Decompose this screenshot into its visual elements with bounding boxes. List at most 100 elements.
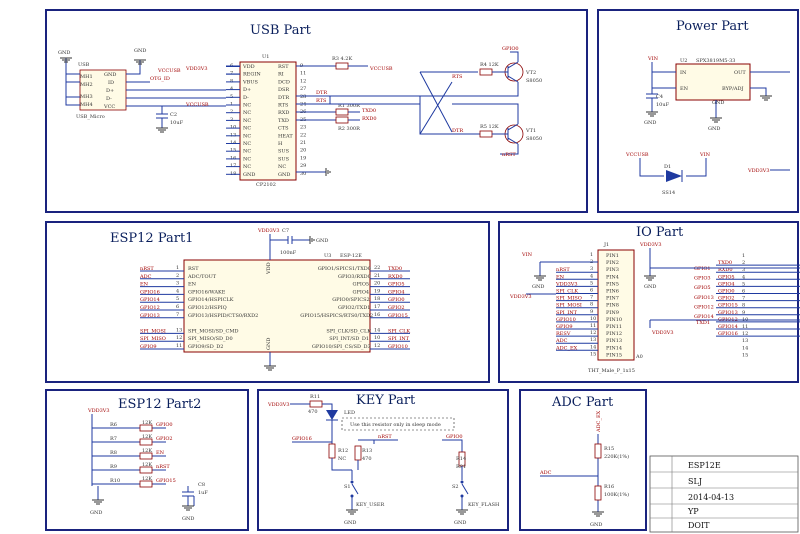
esp1-left-pin-num: 7 [176,312,179,318]
vin-net-io: VIN [521,252,533,258]
r13-ref: R13 [362,448,372,454]
esp1-left-pin-num: 4 [176,288,179,294]
u2-regulator: U2 SPX3819M5-33 IN EN OUT BYP/ADJ GND [675,58,751,106]
j1-pin-num: 8 [590,302,593,308]
esp1-right-pin-name: SPI_CLK/SD_CLK [326,328,371,334]
io-left-net: ADC_EX [555,345,578,351]
io-mid-net: GPIO13 [694,295,714,301]
usb-gnd-label-2: GND [134,48,146,54]
s2-switch: S2 KEY_FLASH [452,480,500,510]
u1-right-pin-num: 11 [300,71,306,77]
c7-gnd: GND [316,238,328,244]
esp1-left-pin-name: GPIO12/HSPIQ [188,305,227,311]
esp2-gnd: GND [90,510,102,516]
usb-gnd-sig: GND [104,72,116,78]
c8-capacitor: C8 1uF GND [182,482,208,522]
io-mid-net: GPIO5 [694,285,711,291]
title-project: ESP12E [688,461,721,470]
j1-pin-num: 11 [590,323,596,329]
esp2-resistor-value: 12K [142,434,152,440]
esp2-resistor-body [139,452,153,460]
title-checker: YP [687,507,699,516]
io-right-num: 12 [742,331,748,337]
esp1-left-pin-name: GPIO16/WAKE [188,289,226,295]
esp2-resistor-ref: R6 [110,422,117,428]
esp2-resistor-net: GPIO15 [156,478,176,484]
dtr-net-1: DTR [316,90,327,96]
esp2-resistor-net: GPIO2 [156,436,173,442]
u1-name: CP2102 [256,182,276,188]
esp2-resistor-value: 12K [142,462,152,468]
u1-right-pin-name: TXD [278,118,289,124]
u1-right-pin-name: HEAT [278,133,293,139]
esp2-resistor-value: 12K [142,476,152,482]
esp1-right-pin-name: GPIO1/SPICS1/TXD0 [318,266,371,272]
u2-pin-byp: BYP/ADJ [722,86,744,92]
title-author: SLJ [688,477,702,486]
s1-switch: S1 KEY_USER [344,480,384,510]
u2-pin-out: OUT [734,70,746,76]
io-right-num: 14 [742,345,748,351]
j1-name: THT_Male_P_1x15 [588,368,635,374]
led-ref: LED [344,410,355,416]
d1-ref: D1 [664,164,671,170]
title-date: 2014-04-13 [688,493,734,502]
r16-value: 100K(1%) [604,491,629,498]
j1-pin-name: PIN13 [606,338,622,344]
r15-resistor: R15 220K(1%) [594,443,629,460]
io-left-net: VDD3V3 [555,281,578,287]
esp2-resistor-value: 12K [142,420,152,426]
j1-pin-num: 7 [590,295,593,301]
c4-ref: C4 [656,94,663,100]
io-right-num: 3 [742,267,745,273]
u2-pin-en: EN [680,86,689,92]
j1-pin-name: PIN9 [606,310,619,316]
u2-ref: U2 [680,58,687,64]
esp1-right-net: SPI_CLK [388,328,410,334]
esp1-right-pin-name: GPIO3/RXD0 [338,274,371,280]
j1-pin-name: PIN5 [606,281,619,287]
esp1-left-pin-num: 2 [176,273,179,279]
esp1-right-pin-num: 21 [374,273,380,279]
r14-ref: R14 [456,456,466,462]
io-right-net: TXD0 [718,260,732,266]
esp2-resistor-body [139,424,153,432]
r16-ref: R16 [604,484,614,490]
io-right-num: 8 [742,303,745,309]
esp1-left-pin-name: SPI_MISO/SD_D0 [188,336,233,342]
adc-ex-net: ADC_EX [596,410,602,433]
u1-right-pin-name: RI [278,72,284,78]
esp1-right-pin-name: SPI_INT/SD_D1 [329,336,369,342]
esp1-right-pin-num: 20 [374,281,380,287]
io-right-net: GPIO2 [718,296,735,302]
esp1-right-pin-num: 22 [374,265,380,271]
usb-connector-name: USB_Micro [76,114,105,120]
esp1-right-net: SPI_INT [388,336,410,342]
esp12-part2-block [45,389,249,531]
u1-left-pin-name: GND [243,172,255,178]
vt2-type: S8050 [526,78,542,84]
io-right-num: 15 [742,352,748,358]
esp1-right-pin-name: GPIO0/SPICS2 [332,297,370,303]
io-gnd-left: GND [532,284,544,290]
io-right-num: 7 [742,296,745,302]
u1-right-pin-num: 23 [300,125,306,131]
io-right-net: GPIO16 [718,331,738,337]
esp2-resistor-net: GPIO0 [156,422,173,428]
u2-pin-gnd: GND [712,100,724,106]
d1-diode: D1 SS14 VCCUSB VIN [625,152,711,196]
esp1-left-net: GPIO13 [140,313,160,319]
vdd3v3-net-power: VDD3V3 [747,168,770,174]
u2-name: SPX3819M5-33 [696,58,735,64]
usb-dp-sig: D+ [106,88,114,94]
u1-right-pin-num: 27 [300,86,306,92]
s2-name: KEY_FLASH [468,502,500,508]
j1-pin-num: 1 [590,252,593,258]
r12-ref: R12 [338,448,348,454]
j1-pin-num: 6 [590,288,593,294]
u1-right-pin-name: GND [278,172,290,178]
gpio16-net-key: GPIO16 [292,436,312,442]
c8-ref: C8 [198,482,205,488]
esp1-right-pin-num: 19 [374,288,380,294]
u1-right-pin-num: 21 [300,140,306,146]
